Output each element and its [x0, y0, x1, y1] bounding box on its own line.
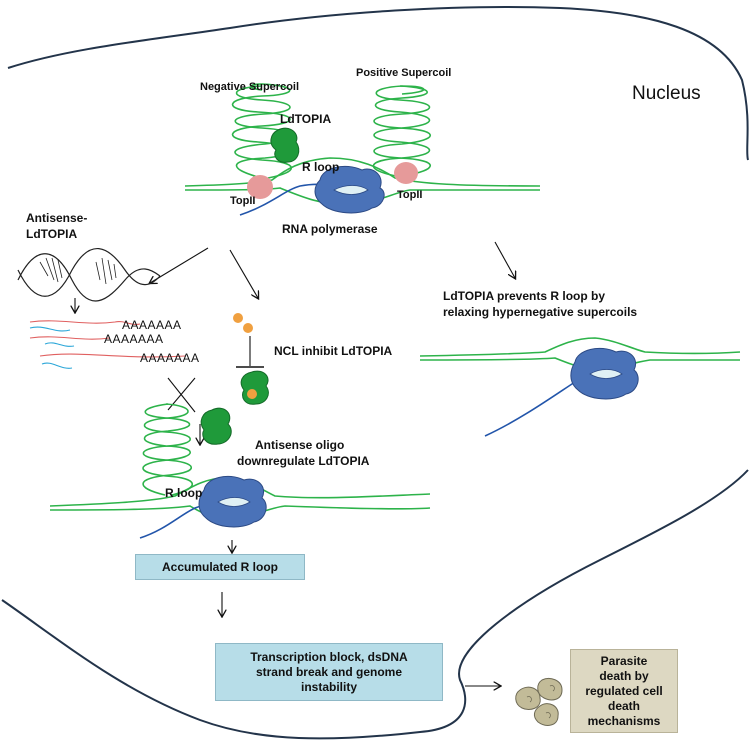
antisense-label-line2: LdTOPIA	[26, 227, 78, 241]
prevents-label-line1: LdTOPIA prevents R loop by	[443, 289, 606, 303]
parasite-text-line1: Parasite	[600, 653, 648, 668]
parasite-text-line5: mechanisms	[587, 713, 661, 728]
antisense-helix	[17, 248, 161, 302]
topii-left-label: TopII	[230, 195, 256, 207]
rna-polymerase-right	[570, 347, 639, 400]
antisense-oligo-label-line1: Antisense oligo	[255, 438, 345, 452]
mrna-strands	[29, 320, 186, 369]
polya-2: AAAAAAA	[104, 332, 164, 346]
prevents-label-line2: relaxing hypernegative supercoils	[443, 305, 638, 319]
r-loop-label: R loop	[302, 160, 340, 174]
parasite-text-line2: death by	[599, 668, 649, 683]
ncl-molecule-2	[243, 323, 253, 333]
nucleus-membrane-lower	[1, 469, 749, 740]
ncl-molecule-1	[233, 313, 243, 323]
rna-polymerase-top	[314, 165, 385, 214]
transcription-text-line1: Transcription block, dsDNA	[250, 649, 408, 664]
nucleus-label: Nucleus	[632, 83, 701, 104]
transcription-text-line3: instability	[300, 679, 357, 694]
negative-supercoil-label: Negative Supercoil	[200, 81, 300, 93]
polya-3: AAAAAAA	[140, 351, 200, 365]
parasite-cells	[515, 677, 563, 726]
parasite-text-line3: regulated cell	[585, 683, 663, 698]
antisense-label-line1: Antisense-	[26, 211, 88, 225]
accumulated-r-loop-text: Accumulated R loop	[161, 559, 278, 574]
ldtopia-label: LdTOPIA	[280, 112, 332, 126]
accumulated-r-loop-box: Accumulated R loop	[135, 554, 305, 580]
antisense-oligo-label-line2: downregulate LdTOPIA	[237, 454, 370, 468]
polya-1: AAAAAAA	[122, 318, 182, 332]
rna-polymerase-lower	[198, 475, 267, 528]
ncl-inhibit-label: NCL inhibit LdTOPIA	[274, 344, 393, 358]
parasite-text-line4: death	[607, 698, 640, 713]
nucleus-membrane	[7, 5, 749, 161]
transcription-text-line2: strand break and genome	[255, 664, 403, 679]
r-loop-lower-label: R loop	[165, 486, 203, 500]
transcription-block-box: Transcription block, dsDNA strand break …	[215, 643, 443, 701]
topii-left	[247, 175, 273, 199]
rna-polymerase-label: RNA polymerase	[282, 222, 378, 236]
topii-right-label: TopII	[397, 189, 423, 201]
ldtopia-inhibited	[240, 370, 269, 405]
ldtopia-top	[270, 127, 300, 163]
positive-supercoil-label: Positive Supercoil	[356, 67, 452, 79]
parasite-death-box: Parasite death by regulated cell death m…	[570, 649, 678, 733]
ldtopia-downregulated	[200, 407, 232, 445]
topii-right	[394, 162, 418, 184]
